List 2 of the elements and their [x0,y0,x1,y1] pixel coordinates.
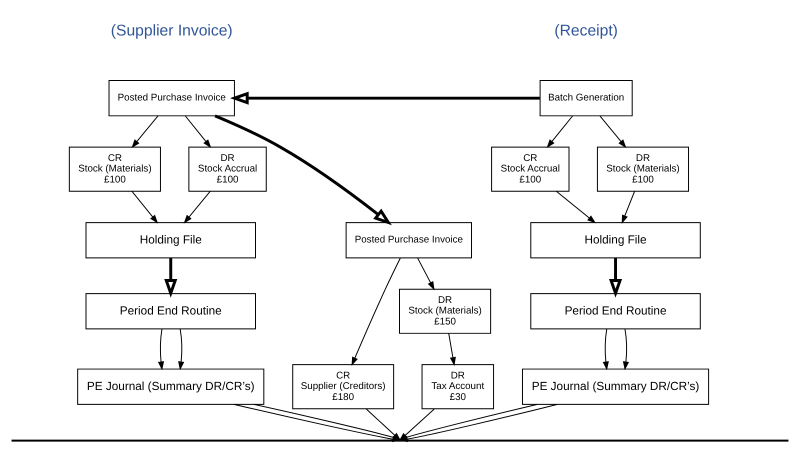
label: (Supplier Invoice) [110,22,233,40]
label: (Receipt) [554,22,618,40]
